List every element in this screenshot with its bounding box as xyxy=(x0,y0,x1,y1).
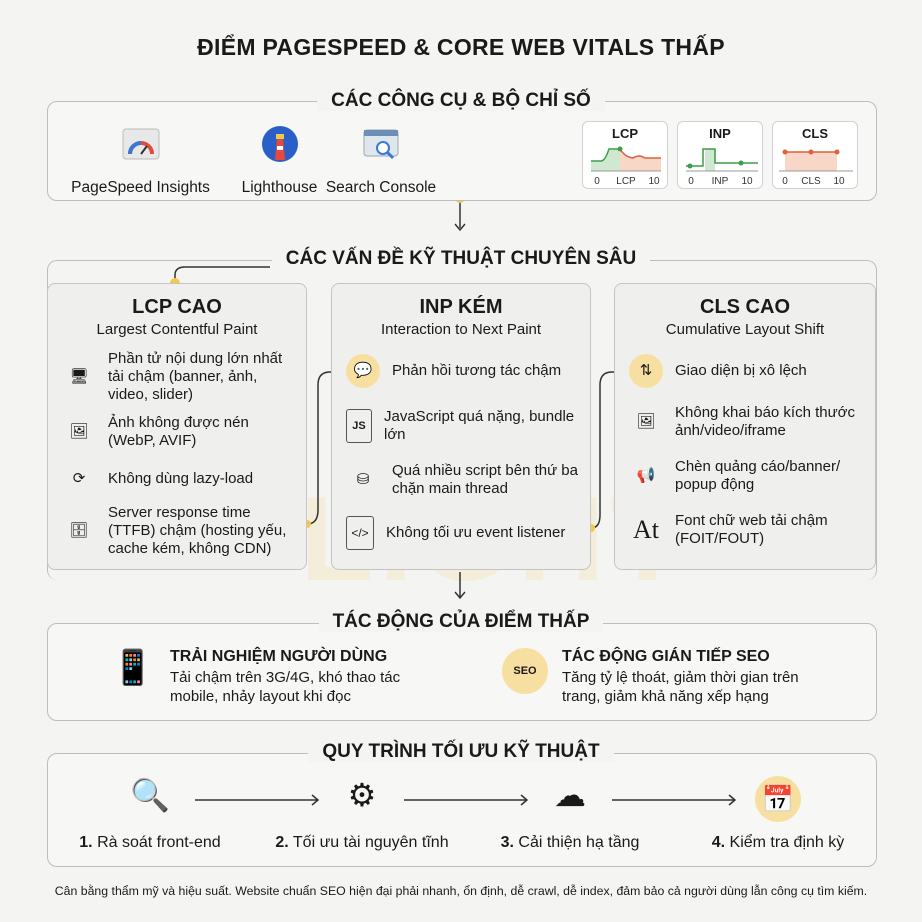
cloud-network-icon: ☁ xyxy=(554,777,586,813)
font-icon: At xyxy=(633,515,659,544)
impact-user-experience: 📱 TRẢI NGHIỆM NGƯỜI DÙNG Tải chậm trên 3G… xyxy=(110,648,430,706)
code-icon: </> xyxy=(346,516,374,550)
lcp-sparkline: 0 LCP 10 xyxy=(591,146,661,187)
js-file-icon: JS xyxy=(346,409,372,443)
tool-pagespeed: PageSpeed Insights xyxy=(68,124,213,197)
list-item: 🗄Server response time (TTFB) chậm (hosti… xyxy=(62,504,300,558)
list-item: 🖼Không khai báo kích thước ảnh/video/ifr… xyxy=(629,404,869,440)
tool-label: PageSpeed Insights xyxy=(71,179,210,196)
list-item: 💬Phản hồi tương tác chậm xyxy=(346,354,584,388)
server-icon: 🗄 xyxy=(69,522,89,539)
axis-tick: 10 xyxy=(833,176,845,187)
issues-heading: CÁC VẤN ĐỀ KỸ THUẬT CHUYÊN SÂU xyxy=(0,248,922,270)
chat-alert-icon: 💬 xyxy=(346,354,380,388)
impact-desc: Tải chậm trên 3G/4G, khó thao tác mobile… xyxy=(170,669,401,705)
process-heading: QUY TRÌNH TỐI ƯU KỸ THUẬT xyxy=(0,741,922,763)
impact-heading: TÁC ĐỘNG CỦA ĐIỂM THẤP xyxy=(0,611,922,633)
axis-tick: 0 xyxy=(782,176,788,187)
metric-card-cls: CLS 0 CLS 10 xyxy=(772,121,858,189)
process-panel xyxy=(47,753,877,867)
image-icon: 🖼 xyxy=(69,423,89,440)
megaphone-icon: 📢 xyxy=(636,467,656,484)
metric-card-lcp: LCP 0 LCP 10 xyxy=(582,121,668,189)
webpage-icon: 🖥 xyxy=(69,368,89,385)
tool-lighthouse: Lighthouse xyxy=(232,124,327,197)
card-subtitle: Cumulative Layout Shift xyxy=(665,321,825,338)
cls-sparkline: 0 CLS 10 xyxy=(779,149,853,187)
gauge-icon xyxy=(122,128,159,160)
seo-search-icon: SEO xyxy=(502,648,548,694)
step-2: ⚙2. Tối ưu tài nguyên tĩnh xyxy=(275,777,449,851)
list-item: ⇅Giao diện bị xô lệch xyxy=(629,354,869,388)
axis-tick: 10 xyxy=(741,176,753,187)
metric-title: LCP xyxy=(612,126,638,141)
impact-title: TRẢI NGHIỆM NGƯỜI DÙNG xyxy=(170,648,388,665)
card-title: INP KÉM xyxy=(419,296,503,318)
list-item: 📢Chèn quảng cáo/banner/ popup động xyxy=(629,458,869,494)
axis-label: CLS xyxy=(801,176,821,187)
impact-seo: SEO TÁC ĐỘNG GIÁN TIẾP SEO Tăng tỷ lệ tho… xyxy=(502,648,822,706)
card-title: CLS CAO xyxy=(700,296,790,318)
axis-label: INP xyxy=(712,176,729,187)
list-item: ⟳Không dùng lazy-load xyxy=(62,462,300,496)
metric-title: CLS xyxy=(802,126,828,141)
tools-heading: CÁC CÔNG CỤ & BỘ CHỈ SỐ xyxy=(0,90,922,112)
footer-note: Cân bằng thẩm mỹ và hiệu suất. Website c… xyxy=(54,884,868,898)
axis-tick: 0 xyxy=(688,176,694,187)
metric-title: INP xyxy=(709,126,731,141)
image-icon: 🖼 xyxy=(636,413,656,430)
inp-sparkline: 0 INP 10 xyxy=(686,148,758,187)
search-console-icon xyxy=(363,129,399,160)
lighthouse-icon xyxy=(261,126,298,162)
metric-card-inp: INP 0 INP 10 xyxy=(677,121,763,189)
tool-label: Search Console xyxy=(325,179,437,196)
tool-label: Lighthouse xyxy=(241,179,318,196)
card-subtitle: Largest Contentful Paint xyxy=(96,321,258,338)
calendar-clock-icon: 📅 xyxy=(755,776,801,822)
database-gear-icon: ⛁ xyxy=(356,471,370,488)
browser-search-icon: 🔍 xyxy=(130,777,170,813)
card-title: LCP CAO xyxy=(132,296,222,318)
card-subtitle: Interaction to Next Paint xyxy=(380,321,542,338)
layout-shift-icon: ⇅ xyxy=(629,354,663,388)
page-title: ĐIỂM PAGESPEED & CORE WEB VITALS THẤP xyxy=(197,34,725,60)
list-item: 🖼Ảnh không được nén (WebP, AVIF) xyxy=(62,414,300,450)
card-lcp: LCP CAO Largest Contentful Paint 🖥Phần t… xyxy=(47,283,307,570)
step-3: ☁3. Cải thiện hạ tầng xyxy=(500,777,640,851)
axis-tick: 0 xyxy=(594,176,600,187)
impact-title: TÁC ĐỘNG GIÁN TIẾP SEO xyxy=(562,648,770,665)
axis-label: LCP xyxy=(616,176,636,187)
browser-gear-icon: ⚙ xyxy=(347,777,377,813)
process-arrows xyxy=(195,794,737,806)
list-item: 🖥Phần tử nội dung lớn nhất tải chậm (ban… xyxy=(62,350,300,404)
lazy-load-icon: ⟳ xyxy=(72,470,86,487)
mobile-touch-icon: 📱 xyxy=(111,649,155,687)
list-item: </>Không tối ưu event listener xyxy=(346,516,584,550)
card-inp: INP KÉM Interaction to Next Paint 💬Phản … xyxy=(331,283,591,570)
impact-desc: Tăng tỷ lệ thoát, giảm thời gian trên tr… xyxy=(562,669,799,705)
step-4: 📅4. Kiểm tra định kỳ xyxy=(688,776,868,852)
list-item: ⛁Quá nhiều script bên thứ ba chặn main t… xyxy=(346,462,584,498)
card-cls: CLS CAO Cumulative Layout Shift ⇅Giao di… xyxy=(614,283,876,570)
tool-search-console: Search Console xyxy=(322,124,440,197)
step-1: 🔍1. Rà soát front-end xyxy=(79,777,221,851)
axis-tick: 10 xyxy=(648,176,660,187)
